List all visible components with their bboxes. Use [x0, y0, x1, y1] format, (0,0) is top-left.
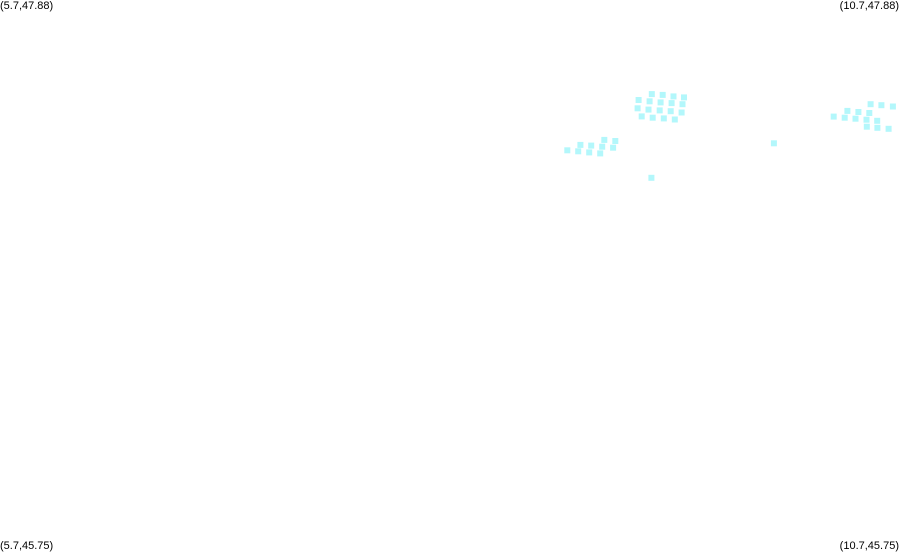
- map-point: [679, 101, 686, 108]
- map-point: [638, 113, 645, 120]
- map-point: [588, 142, 595, 149]
- corner-label-bottom-right: (10.7,45.75): [839, 540, 899, 552]
- map-point: [855, 109, 862, 115]
- map-point: [599, 143, 606, 150]
- map-point: [678, 109, 685, 116]
- map-point: [667, 108, 674, 115]
- map-point: [830, 113, 837, 120]
- map-point: [660, 115, 667, 122]
- map-point: [878, 102, 885, 109]
- map-point: [646, 98, 653, 105]
- map-point: [659, 91, 666, 98]
- map-point: [597, 150, 604, 157]
- map-point: [770, 140, 777, 147]
- map-point: [648, 91, 655, 98]
- map-point: [844, 107, 851, 114]
- map-point: [635, 97, 642, 103]
- corner-label-bottom-left: (5.7,45.75): [0, 540, 54, 552]
- map-point: [889, 103, 896, 110]
- map-point: [668, 100, 675, 107]
- map-point: [852, 115, 859, 122]
- map-point: [863, 123, 870, 130]
- map-point: [866, 110, 873, 116]
- map-point: [657, 99, 664, 106]
- map-point: [863, 116, 870, 123]
- map-point: [681, 94, 687, 101]
- map-point: [645, 106, 652, 113]
- map-point: [885, 125, 892, 132]
- map-point: [634, 105, 641, 112]
- map-point: [841, 114, 848, 121]
- map-point: [577, 141, 584, 148]
- map-point: [874, 124, 881, 131]
- map-point: [649, 114, 656, 121]
- map-point: [586, 149, 593, 156]
- corner-label-top-right: (10.7,47.88): [839, 0, 899, 12]
- corner-label-top-left: (5.7,47.88): [0, 0, 54, 12]
- map-point: [575, 148, 582, 155]
- map-point: [671, 116, 678, 123]
- map-point: [867, 101, 874, 108]
- map-point: [648, 174, 655, 181]
- map-point: [601, 136, 608, 143]
- map-point: [610, 144, 617, 151]
- map-point: [564, 147, 571, 154]
- map-point: [670, 93, 677, 100]
- map-point: [656, 107, 663, 114]
- map-point: [874, 117, 881, 124]
- map-point: [612, 138, 619, 144]
